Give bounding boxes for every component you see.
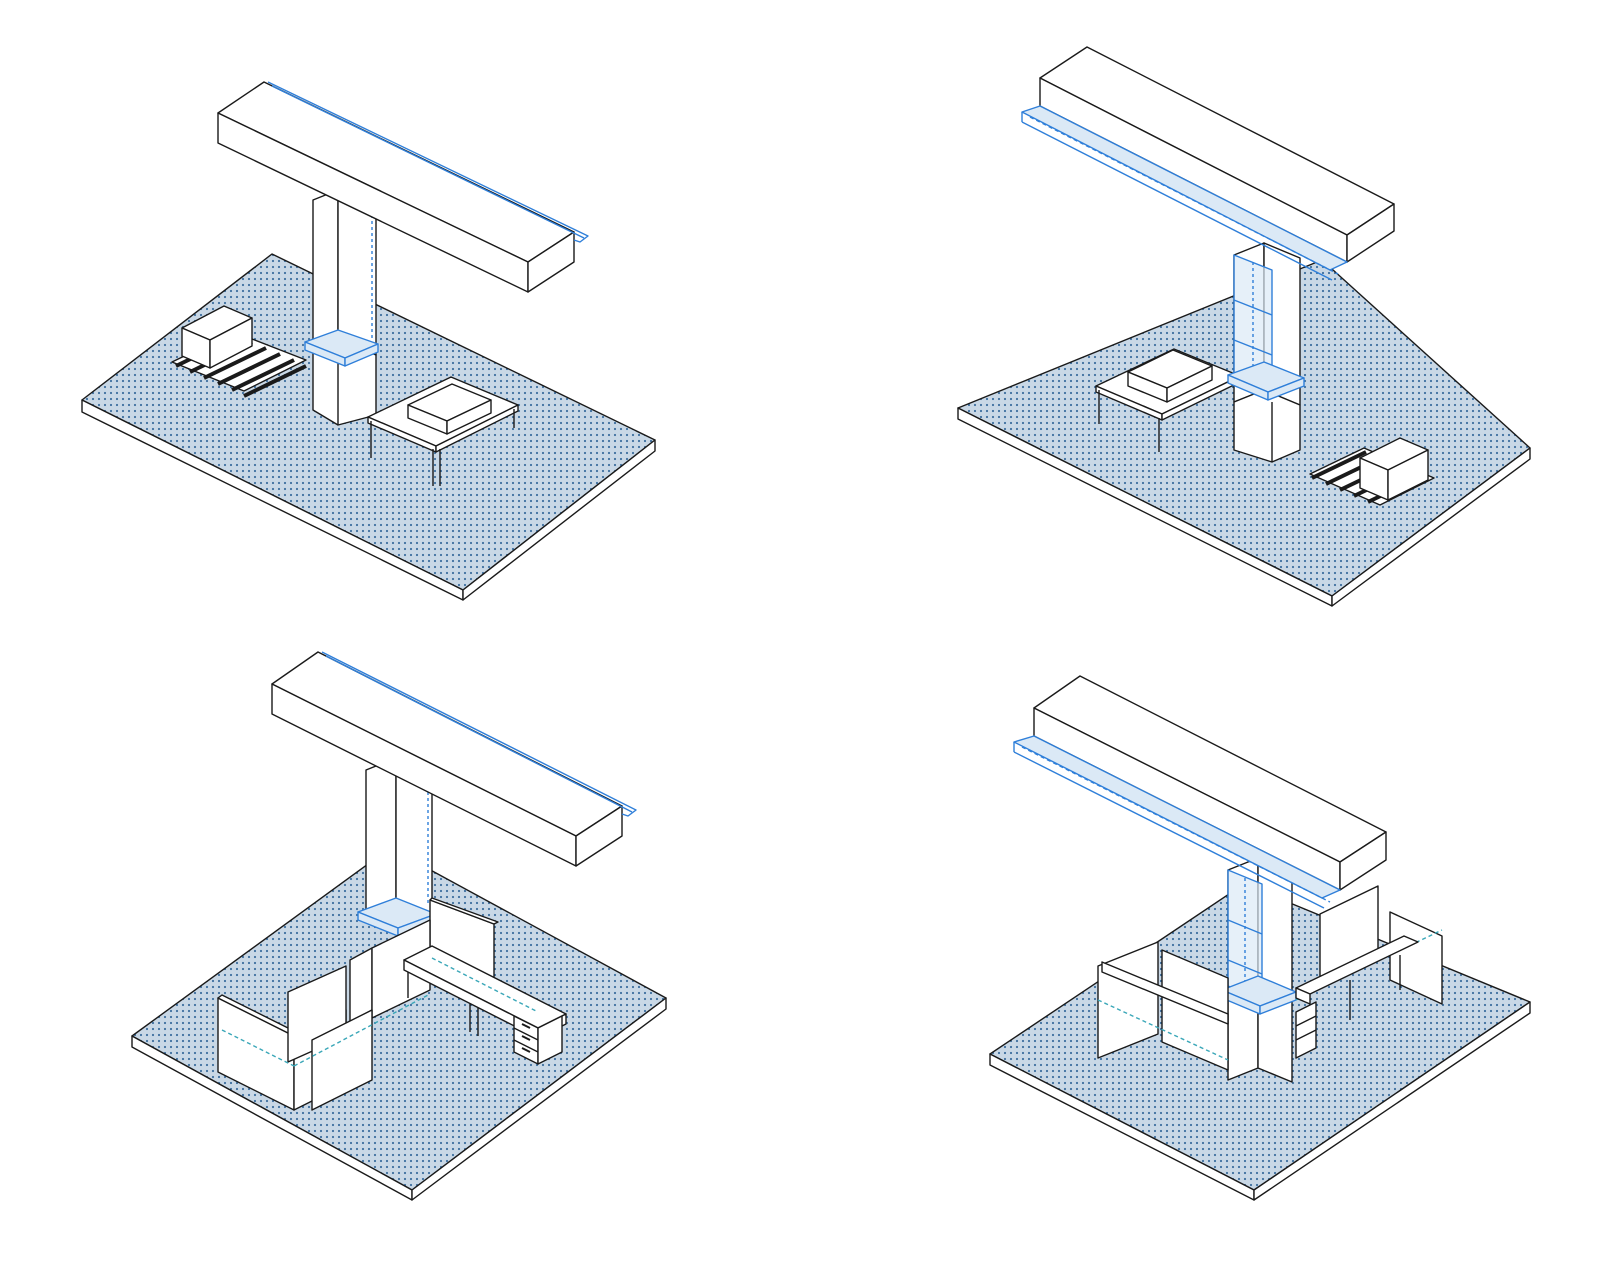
panel-original (81, 81, 656, 601)
column (357, 757, 437, 937)
column (1221, 857, 1297, 1083)
desk-with-drawers (403, 945, 567, 1065)
panel-original-mirrored (957, 46, 1531, 607)
column (1227, 242, 1305, 463)
panel-retrofit (131, 651, 667, 1201)
pallet-with-crate (171, 305, 307, 398)
column (304, 189, 379, 426)
table-with-box (1095, 348, 1241, 452)
beam (217, 81, 589, 293)
table-with-box (367, 376, 519, 486)
panel-retrofit-mirrored (989, 675, 1531, 1201)
partition-panels (217, 897, 499, 1111)
beam (271, 651, 637, 867)
floor-slab (131, 847, 667, 1201)
beam (1021, 46, 1395, 281)
partition-panels (1097, 885, 1443, 1071)
desk-with-drawers (1295, 935, 1419, 1059)
beam (1013, 675, 1387, 909)
pallet-with-crate (1309, 437, 1435, 506)
